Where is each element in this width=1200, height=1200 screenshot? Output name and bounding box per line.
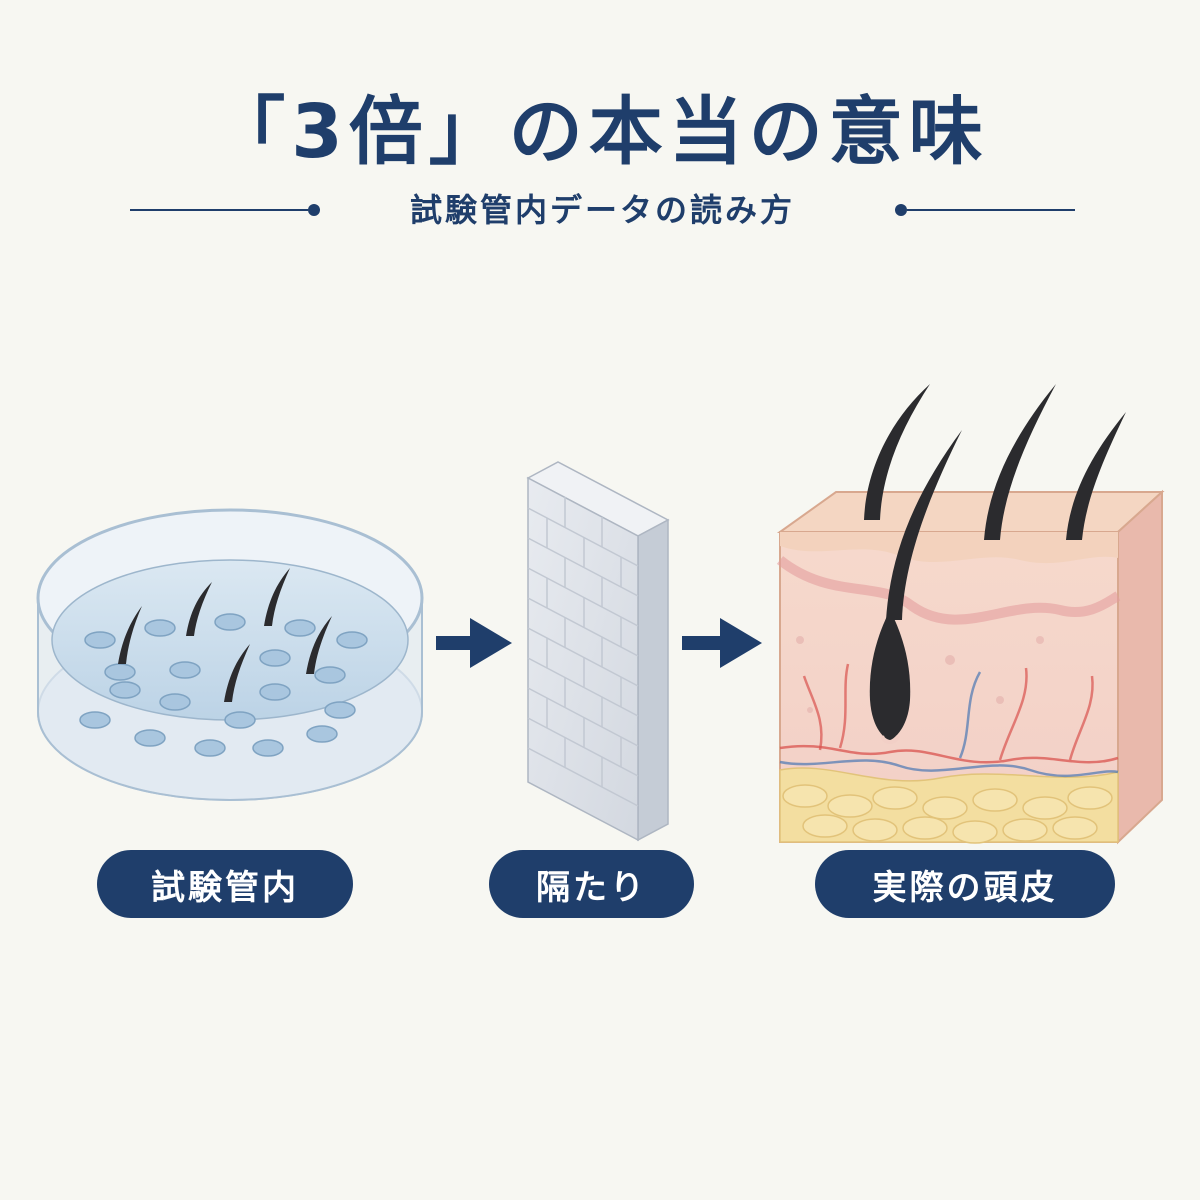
- subtitle-divider-left: [130, 209, 308, 211]
- page-title: 「3倍」の本当の意味: [211, 89, 989, 175]
- arrow-right-icon: [682, 618, 762, 668]
- skin-cross-section-icon: [776, 384, 1165, 845]
- stage-label-in-vitro: 試験管内: [97, 850, 353, 918]
- blood-vessels: [779, 663, 1119, 778]
- petri-dish-icon: [36, 508, 424, 801]
- stage-label-real-scalp: 実際の頭皮: [815, 850, 1115, 918]
- subtitle-divider-right: [907, 209, 1075, 211]
- page-subtitle: 試験管内データの読み方: [409, 191, 795, 229]
- cell-cluster: [79, 613, 368, 757]
- brick-wall-icon: [526, 461, 670, 842]
- arrow-right-icon: [436, 618, 512, 668]
- scalp-hair-strands: [864, 384, 1126, 620]
- stage-label-gap: 隔たり: [489, 850, 694, 918]
- subtitle-dot-left: [308, 204, 320, 216]
- cultured-hair-strands: [118, 568, 332, 702]
- subtitle-dot-right: [895, 204, 907, 216]
- subtitle-row: 試験管内データの読み方: [130, 190, 1075, 230]
